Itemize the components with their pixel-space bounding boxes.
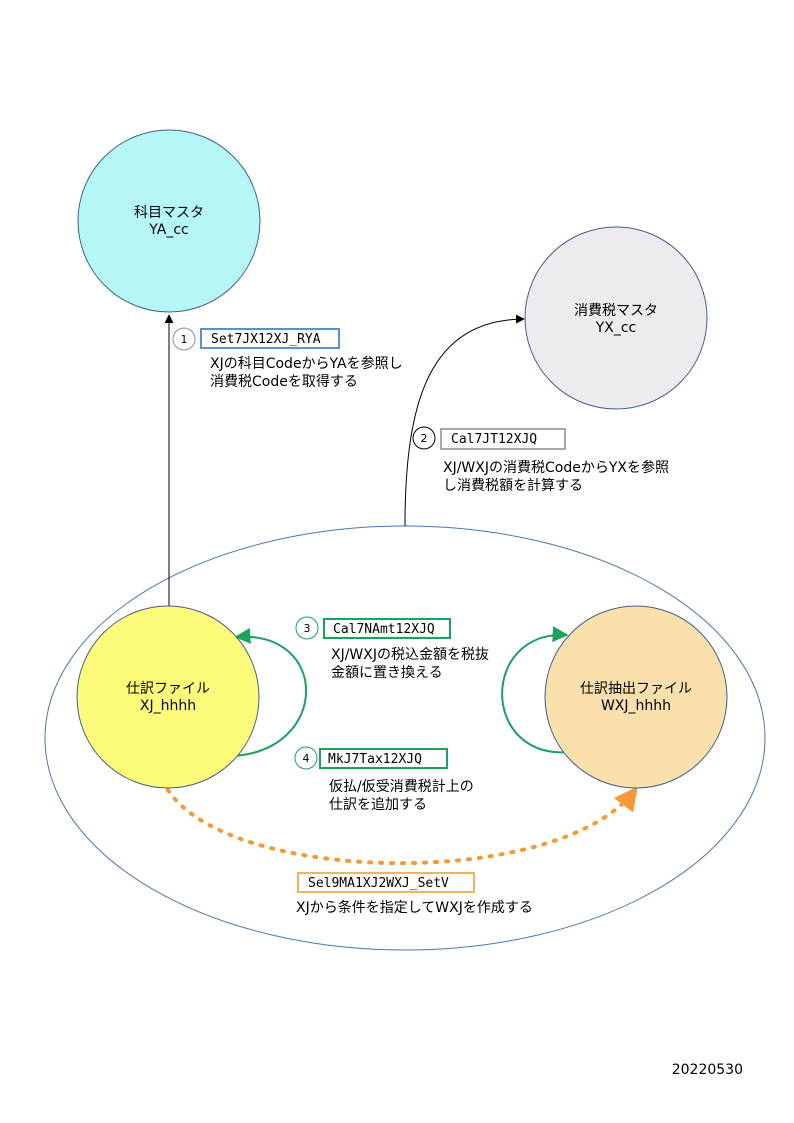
process-2-number: 2: [421, 432, 428, 445]
process-select-desc: XJから条件を指定してWXJを作成する: [296, 899, 533, 916]
process-2-desc-line1: XJ/WXJの消費税CodeからYXを参照: [443, 459, 669, 476]
process-3-desc-line2: 金額に置き換える: [331, 665, 443, 681]
process-1-number: 1: [181, 333, 188, 346]
node-account-master-name: 科目マスタ: [134, 205, 204, 221]
process-1-number-badge: [172, 327, 196, 351]
loop-arrow-journal: [232, 627, 308, 757]
process-3-label-box: [323, 618, 451, 639]
node-extract-file[interactable]: 仕訳抽出ファイル WXJ_hhhh: [544, 605, 728, 789]
process-3-number: 3: [304, 622, 311, 635]
process-3: 3 Cal7NAmt12XJQ XJ/WXJの税込金額を税抜 金額に置き換える: [295, 616, 489, 681]
process-4-label-box: [319, 748, 448, 769]
process-3-number-badge: [295, 616, 319, 640]
loop-arrow-extract: [501, 626, 571, 754]
arrow-ellipse-to-tax-master: [404, 314, 525, 527]
node-journal-file-name: 仕訳ファイル: [126, 681, 210, 697]
process-select: Sel9MA1XJ2WXJ_SetV XJから条件を指定してWXJを作成する: [296, 872, 533, 916]
process-3-label: Cal7NAmt12XJQ: [333, 622, 435, 637]
process-4-desc-line2: 仕訳を追加する: [329, 797, 427, 813]
process-select-label-box: [297, 872, 475, 893]
process-2: 2 Cal7JT12XJQ XJ/WXJの消費税CodeからYXを参照 し消費税…: [412, 426, 669, 494]
process-1-desc-line2: 消費税Codeを取得する: [210, 373, 358, 390]
process-2-number-badge: [412, 426, 436, 450]
node-extract-file-name: 仕訳抽出ファイル: [580, 681, 692, 697]
node-journal-file-code: XJ_hhhh: [140, 698, 196, 714]
document-date: 20220530: [672, 1062, 743, 1078]
node-account-master-code: YA_cc: [148, 222, 188, 238]
process-2-label-box: [440, 428, 566, 450]
process-4-number: 4: [303, 752, 310, 765]
node-extract-file-code: WXJ_hhhh: [601, 698, 671, 714]
process-4-label: MkJ7Tax12XJQ: [328, 752, 422, 767]
process-2-label: Cal7JT12XJQ: [451, 432, 537, 447]
process-4-number-badge: [294, 746, 318, 770]
process-3-desc-line1: XJ/WXJの税込金額を税抜: [331, 647, 489, 663]
process-4: 4 MkJ7Tax12XJQ 仮払/仮受消費税計上の 仕訳を追加する: [294, 746, 474, 813]
process-select-label: Sel9MA1XJ2WXJ_SetV: [308, 876, 449, 891]
node-tax-master[interactable]: 消費税マスタ YX_cc: [524, 226, 708, 410]
arrow-journal-to-extract-dotted: [166, 786, 638, 866]
process-1-label: Set7JX12XJ_RYA: [211, 332, 321, 347]
process-2-desc-line2: し消費税額を計算する: [443, 478, 583, 494]
node-account-master[interactable]: 科目マスタ YA_cc: [77, 129, 261, 313]
process-1-desc-line1: XJの科目CodeからYAを参照し: [210, 355, 403, 372]
node-tax-master-code: YX_cc: [595, 320, 637, 336]
process-4-desc-line1: 仮払/仮受消費税計上の: [329, 779, 474, 795]
node-journal-file[interactable]: 仕訳ファイル XJ_hhhh: [76, 605, 260, 789]
process-1: 1 Set7JX12XJ_RYA XJの科目CodeからYAを参照し 消費税Co…: [172, 327, 403, 390]
process-1-label-box: [200, 328, 340, 349]
node-tax-master-name: 消費税マスタ: [574, 303, 658, 319]
